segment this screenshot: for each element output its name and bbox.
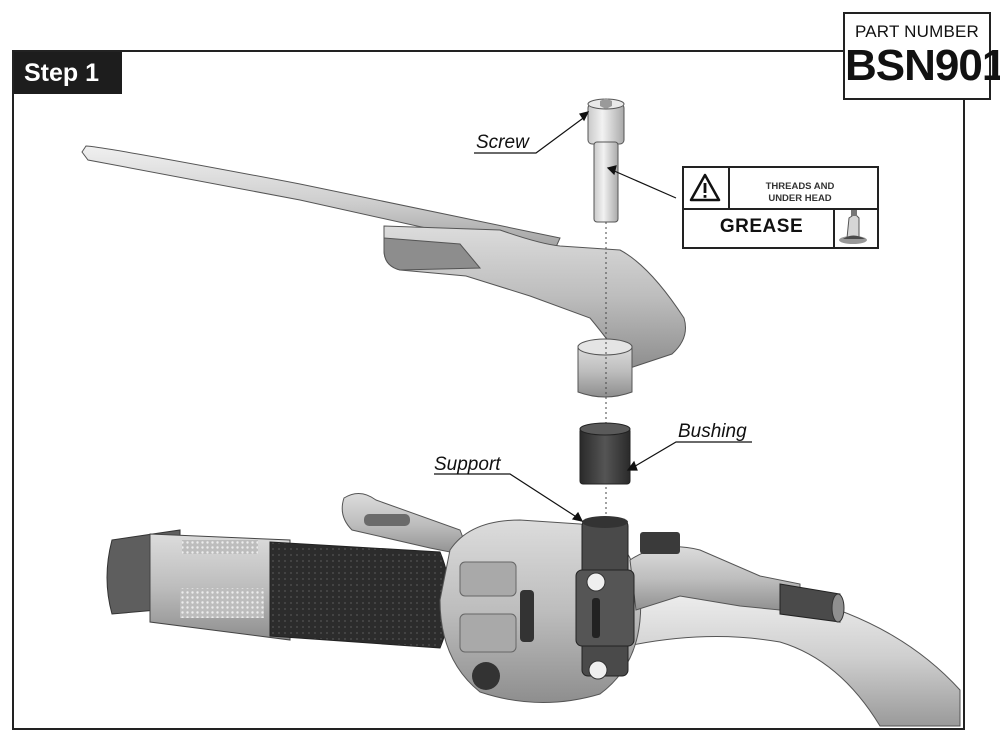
bushing-part (579, 422, 631, 485)
part-number-box: PART NUMBER BSN901 (843, 12, 1000, 100)
callout-support: Support (434, 454, 501, 475)
part-number-label: PART NUMBER (854, 22, 980, 41)
step-label: Step 1 (14, 52, 122, 94)
warning-triangle-icon (684, 168, 730, 208)
grip (106, 529, 451, 649)
threads-line-2: UNDER HEAD (768, 193, 832, 204)
brake-lever (341, 493, 471, 557)
threads-line-1: THREADS AND (765, 181, 835, 192)
part-number-value: BSN901 (845, 41, 1000, 90)
screw-part (587, 98, 625, 223)
callout-screw: Screw (476, 132, 529, 153)
grease-instruction-box: THREADS AND UNDER HEAD GREASE (682, 166, 879, 249)
grease-tube-icon (833, 208, 877, 247)
threads-text: THREADS AND UNDER HEAD (736, 181, 864, 205)
grease-text: GREASE (719, 216, 804, 237)
callout-bushing: Bushing (678, 421, 747, 442)
master-cylinder (629, 532, 845, 623)
mirror-arm (81, 145, 686, 398)
support-part (575, 516, 635, 680)
leader-lines (434, 111, 752, 522)
grease-instruction-header: THREADS AND UNDER HEAD (684, 168, 877, 210)
